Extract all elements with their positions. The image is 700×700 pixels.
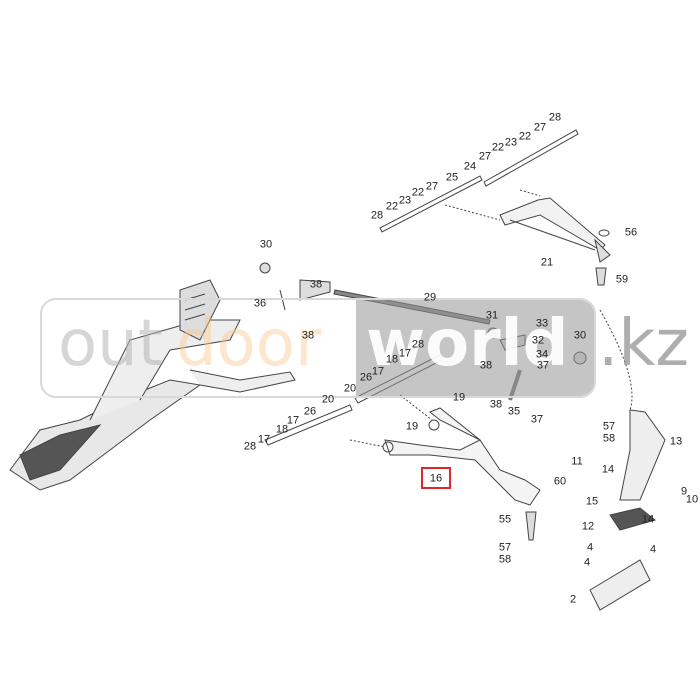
part-number-label[interactable]: 21 bbox=[540, 256, 554, 269]
part-number-label[interactable]: 30 bbox=[259, 238, 273, 251]
part-number-label[interactable]: 19 bbox=[405, 420, 419, 433]
part-number-label[interactable]: 23 bbox=[398, 194, 412, 207]
part-number-label[interactable]: 58 bbox=[498, 553, 512, 566]
part-number-label[interactable]: 28 bbox=[370, 209, 384, 222]
watermark-text-world: world bbox=[366, 307, 569, 381]
part-number-label[interactable]: 28 bbox=[411, 338, 425, 351]
part-number-label[interactable]: 17 bbox=[371, 365, 385, 378]
part-number-label[interactable]: 17 bbox=[398, 347, 412, 360]
part-number-label[interactable]: 26 bbox=[359, 371, 373, 384]
part-number-label[interactable]: 2 bbox=[569, 593, 577, 606]
part-number-label[interactable]: 13 bbox=[669, 435, 683, 448]
part-number-label[interactable]: 38 bbox=[301, 329, 315, 342]
part-number-label[interactable]: 20 bbox=[321, 393, 335, 406]
part-number-label[interactable]: 14 bbox=[601, 463, 615, 476]
part-number-label[interactable]: 37 bbox=[530, 413, 544, 426]
part-number-label[interactable]: 27 bbox=[478, 150, 492, 163]
part-number-label[interactable]: 20 bbox=[343, 382, 357, 395]
part-number-label[interactable]: 24 bbox=[463, 160, 477, 173]
part-number-label[interactable]: 10 bbox=[685, 493, 699, 506]
part-number-label[interactable]: 4 bbox=[649, 543, 657, 556]
part-number-label[interactable]: 56 bbox=[624, 226, 638, 239]
part-number-label[interactable]: 31 bbox=[485, 309, 499, 322]
part-number-label[interactable]: 17 bbox=[257, 433, 271, 446]
part-number-label[interactable]: 28 bbox=[548, 111, 562, 124]
part-number-label[interactable]: 23 bbox=[504, 136, 518, 149]
spindle bbox=[589, 309, 666, 611]
part-number-label[interactable]: 33 bbox=[535, 317, 549, 330]
watermark-text-out: out bbox=[58, 307, 163, 381]
part-number-label[interactable]: 60 bbox=[553, 475, 567, 488]
part-number-label[interactable]: 25 bbox=[445, 171, 459, 184]
ski-assembly bbox=[9, 279, 296, 491]
part-number-label[interactable]: 9 bbox=[680, 485, 688, 498]
highlighted-part-label[interactable]: 16 bbox=[429, 472, 443, 485]
part-number-label[interactable]: 38 bbox=[489, 398, 503, 411]
part-number-label[interactable]: 17 bbox=[286, 414, 300, 427]
part-number-label[interactable]: 35 bbox=[507, 405, 521, 418]
part-number-label[interactable]: 15 bbox=[585, 495, 599, 508]
part-number-label[interactable]: 19 bbox=[452, 391, 466, 404]
watermark-frame bbox=[40, 298, 596, 398]
part-number-label[interactable]: 59 bbox=[615, 273, 629, 286]
part-number-label[interactable]: 30 bbox=[573, 329, 587, 342]
part-number-label[interactable]: 18 bbox=[385, 353, 399, 366]
part-number-label[interactable]: 28 bbox=[243, 440, 257, 453]
upper-a-arm bbox=[379, 129, 611, 286]
part-number-label[interactable]: 22 bbox=[385, 200, 399, 213]
part-number-label[interactable]: 57 bbox=[498, 541, 512, 554]
part-number-label[interactable]: 38 bbox=[479, 359, 493, 372]
part-number-label[interactable]: 36 bbox=[253, 297, 267, 310]
part-number-label[interactable]: 37 bbox=[536, 359, 550, 372]
part-number-label[interactable]: 22 bbox=[491, 141, 505, 154]
part-number-label[interactable]: 11 bbox=[571, 455, 583, 468]
part-number-label[interactable]: 22 bbox=[518, 130, 532, 143]
part-number-label[interactable]: 34 bbox=[535, 348, 549, 361]
part-number-label[interactable]: 27 bbox=[425, 180, 439, 193]
watermark-block bbox=[356, 300, 594, 396]
part-number-label[interactable]: 27 bbox=[533, 121, 547, 134]
watermark-text-kz: .kz bbox=[598, 307, 689, 381]
highlight-box bbox=[421, 467, 451, 489]
part-number-label[interactable]: 57 bbox=[602, 420, 616, 433]
part-number-label[interactable]: 14 bbox=[641, 513, 655, 526]
part-number-label[interactable]: 29 bbox=[423, 291, 437, 304]
watermark-text-door: door bbox=[176, 307, 322, 381]
part-number-label[interactable]: 26 bbox=[303, 405, 317, 418]
part-number-label[interactable]: 4 bbox=[583, 556, 591, 569]
part-number-label[interactable]: 4 bbox=[586, 541, 594, 554]
part-number-label[interactable]: 12 bbox=[581, 520, 595, 533]
part-number-label[interactable]: 32 bbox=[531, 334, 545, 347]
part-number-label[interactable]: 18 bbox=[275, 423, 289, 436]
part-number-label[interactable]: 38 bbox=[309, 278, 323, 291]
part-number-label[interactable]: 55 bbox=[498, 513, 512, 526]
part-number-label[interactable]: 22 bbox=[411, 186, 425, 199]
part-number-label[interactable]: 58 bbox=[602, 432, 616, 445]
